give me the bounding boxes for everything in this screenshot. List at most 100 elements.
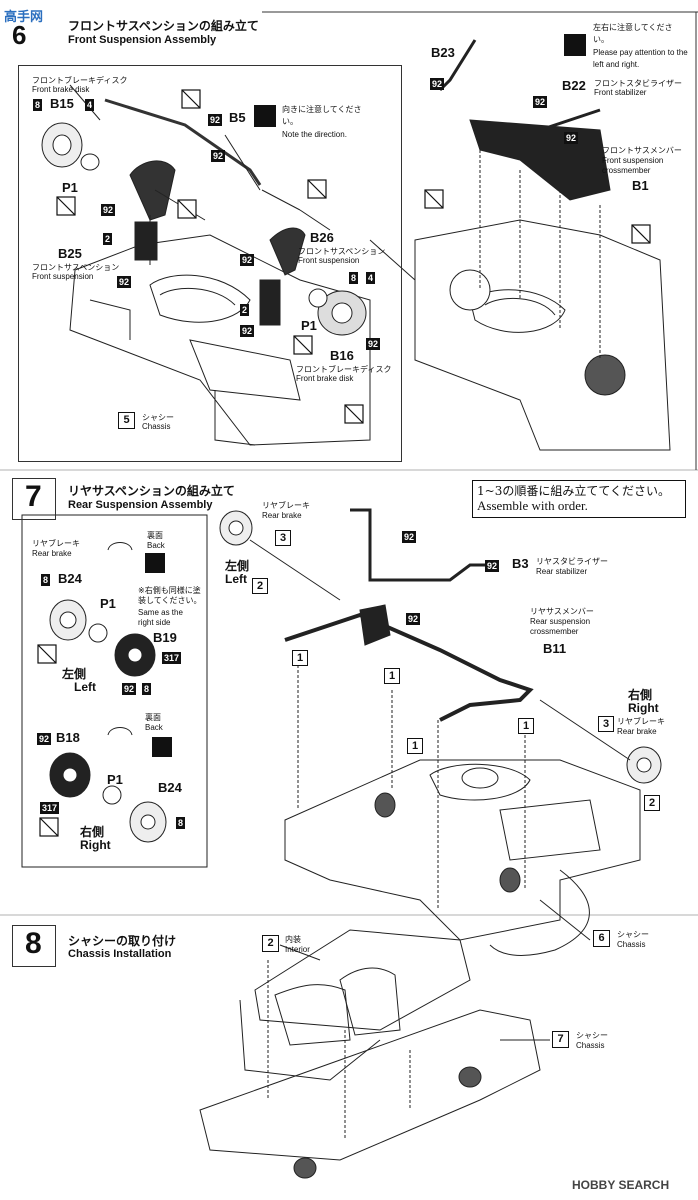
b16-label-en: Front brake disk [296, 374, 354, 383]
step-8-number: 8 [25, 927, 42, 960]
paint-badge-8r: 8 [349, 272, 359, 284]
step-7-number-box [12, 478, 56, 520]
b22-label-jp: フロントスタビライザー [594, 79, 682, 88]
chassis-callout-6: 6 [593, 930, 610, 947]
step-8-title-jp: シャシーの取り付け [68, 934, 177, 948]
order-note-box [472, 480, 686, 518]
chassis-callout-5: 5 [118, 412, 135, 429]
right-side-jp: 右側 [628, 688, 653, 702]
b11-label-en: Rear suspension crossmember [530, 617, 591, 636]
part-b26: B26 [310, 230, 334, 245]
sub-right-en: Right [80, 838, 111, 852]
interior-label-en: Interior [285, 945, 310, 954]
part-b23: B23 [431, 45, 455, 60]
b16-label-jp: フロントブレーキディスク [296, 365, 392, 374]
part-p1-sub: P1 [100, 596, 116, 611]
paint-badge-92c: 92 [208, 114, 223, 126]
order-note-en: Assemble with order. [477, 498, 588, 513]
sub-back-en: Back [147, 541, 165, 550]
rear-brake-right-en: Rear brake [617, 727, 657, 736]
part-b24-b: B24 [158, 780, 182, 795]
order-callout-1-d: 1 [518, 718, 534, 734]
direction-note-en: Note the direction. [282, 130, 347, 139]
paint-badge-92g: 92 [366, 338, 381, 350]
paint-badge-92-s7b: 92 [485, 560, 500, 572]
interior-label-jp: 内装 [285, 935, 301, 944]
paint-badge-92-sub: 92 [122, 683, 137, 695]
paint-badge-92e: 92 [240, 254, 255, 266]
part-p1-left: P1 [62, 180, 78, 195]
caution-icon [254, 105, 276, 127]
step-7-title-en: Rear Suspension Assembly [68, 499, 213, 511]
order-callout-1-a: 1 [292, 650, 308, 666]
sub-rear-brake-jp: リヤブレーキ [32, 539, 80, 548]
sub-back-jp-2: 裏面 [145, 713, 161, 722]
sub-right-jp: 右側 [80, 825, 105, 839]
back-paint-icon-2 [152, 737, 172, 757]
sub-back-en-2: Back [145, 723, 163, 732]
step-7-number: 7 [25, 480, 42, 513]
step-6-number: 6 [12, 20, 27, 50]
order-callout-2-left: 2 [252, 578, 268, 594]
chassis-6-label-en: Chassis [617, 940, 646, 949]
direction-note-jp: 向きに注意してください。 [282, 105, 362, 126]
paint-badge-92-s7c: 92 [406, 613, 421, 625]
rear-brake-top-jp: リヤブレーキ [262, 501, 310, 510]
chassis-7-label-jp: シャシー [576, 1031, 608, 1040]
left-side-jp: 左側 [225, 559, 250, 573]
part-b24: B24 [58, 571, 82, 586]
chassis-6-label-jp: シャシー [617, 930, 649, 939]
step-6-title-en: Front Suspension Assembly [68, 34, 217, 46]
order-note-jp: 1~3の順番に組み立ててください。 [477, 484, 670, 498]
part-b18: B18 [56, 730, 80, 745]
right-side-en: Right [628, 701, 659, 715]
part-b25: B25 [58, 246, 82, 261]
paint-badge-92-s7a: 92 [402, 531, 417, 543]
back-paint-icon [145, 553, 165, 573]
step-6-title-jp: フロントサスペンションの組み立て [68, 19, 259, 33]
paint-badge-8-sub: 8 [41, 574, 51, 586]
front-brake-disk-label-jp: フロントブレーキディスク [32, 76, 128, 85]
b3-label-jp: リヤスタビライザー [536, 557, 608, 566]
rear-brake-right-jp: リヤブレーキ [617, 717, 665, 726]
b25-label-jp: フロントサスペンション [32, 263, 120, 272]
sub-left-en: Left [74, 680, 96, 694]
part-b5: B5 [229, 110, 246, 125]
paint-badge-92: 92 [101, 204, 116, 216]
front-brake-disk-label-en: Front brake disk [32, 85, 90, 94]
order-callout-1-c: 1 [407, 738, 423, 754]
paint-badge-92-sub2: 92 [37, 733, 52, 745]
b1-label-en: Front suspension crossmember [602, 156, 664, 175]
paint-badge-92i: 92 [533, 96, 548, 108]
paint-badge-92j: 92 [564, 132, 579, 144]
paint-badge-2: 2 [103, 233, 113, 245]
step-8-number-box [12, 925, 56, 967]
watermark-top-left: 高手网 [4, 10, 44, 25]
chassis-5-label-jp: シャシー [142, 413, 174, 422]
lr-note-en: Please pay attention to the left and rig… [593, 48, 688, 69]
paint-badge-2r: 2 [240, 304, 250, 316]
chassis-7-label-en: Chassis [576, 1041, 605, 1050]
part-p1-sub-b: P1 [107, 772, 123, 787]
paint-badge-8: 8 [33, 99, 43, 111]
order-callout-3-left: 3 [275, 530, 291, 546]
sub-back-jp: 裏面 [147, 531, 163, 540]
part-p1-right: P1 [301, 318, 317, 333]
part-b22: B22 [562, 78, 586, 93]
paint-badge-8-sub3: 8 [176, 817, 186, 829]
b26-label-jp: フロントサスペンション [298, 247, 386, 256]
caution-icon-2 [564, 34, 586, 56]
sub-rear-brake-en: Rear brake [32, 549, 72, 558]
sub-left-jp: 左側 [62, 667, 87, 681]
paint-badge-4r: 4 [366, 272, 376, 284]
paint-badge-92d: 92 [211, 150, 226, 162]
b1-label-jp: フロントサスメンバー [602, 146, 682, 155]
part-b3: B3 [512, 556, 529, 571]
paint-badge-92f: 92 [240, 325, 255, 337]
step-8-title-en: Chassis Installation [68, 948, 172, 960]
paint-badge-92h: 92 [430, 78, 445, 90]
order-callout-1-b: 1 [384, 668, 400, 684]
part-b15: B15 [50, 96, 74, 111]
paint-badge-4: 4 [85, 99, 95, 111]
part-b1: B1 [632, 178, 649, 193]
